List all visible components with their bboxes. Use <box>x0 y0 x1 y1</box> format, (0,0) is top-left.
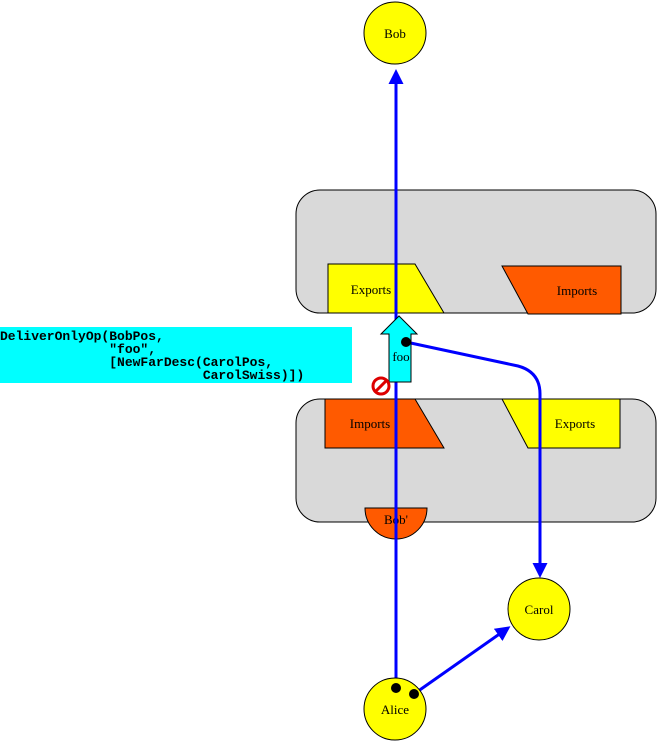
code-line-4: CarolSwiss)]) <box>0 368 304 383</box>
message-carol-ref-dot <box>401 337 411 347</box>
carol-label: Carol <box>525 602 554 617</box>
vat-lower-imports-label: Imports <box>350 416 390 431</box>
vat-lower-exports <box>501 398 621 449</box>
no-entry-icon <box>371 376 391 396</box>
foo-to-carol-arrow <box>405 340 548 578</box>
bob-node <box>363 1 427 65</box>
vat-upper-imports-label: Imports <box>557 283 597 298</box>
alice-carol-ref-dot <box>409 689 419 699</box>
vat-upper-exports-label: Exports <box>351 282 391 297</box>
code-line-1: DeliverOnlyOp(BobPos, <box>0 329 164 344</box>
vat-lower-exports-label: Exports <box>555 416 595 431</box>
code-box <box>0 327 352 383</box>
alice-to-carol-arrow <box>413 626 511 696</box>
code-line-2: "foo", <box>0 342 156 357</box>
vat-upper-imports <box>501 265 622 315</box>
alice-bob-ref-dot <box>391 683 401 693</box>
bob-label: Bob <box>384 26 406 41</box>
message-foo-label: foo <box>392 349 409 364</box>
code-line-3: [NewFarDesc(CarolPos, <box>0 355 273 370</box>
message-foo <box>379 315 419 383</box>
vat-lower-imports <box>324 398 445 449</box>
carol-node <box>507 577 571 641</box>
vat-upper-exports <box>327 263 445 314</box>
alice-label: Alice <box>381 702 409 717</box>
